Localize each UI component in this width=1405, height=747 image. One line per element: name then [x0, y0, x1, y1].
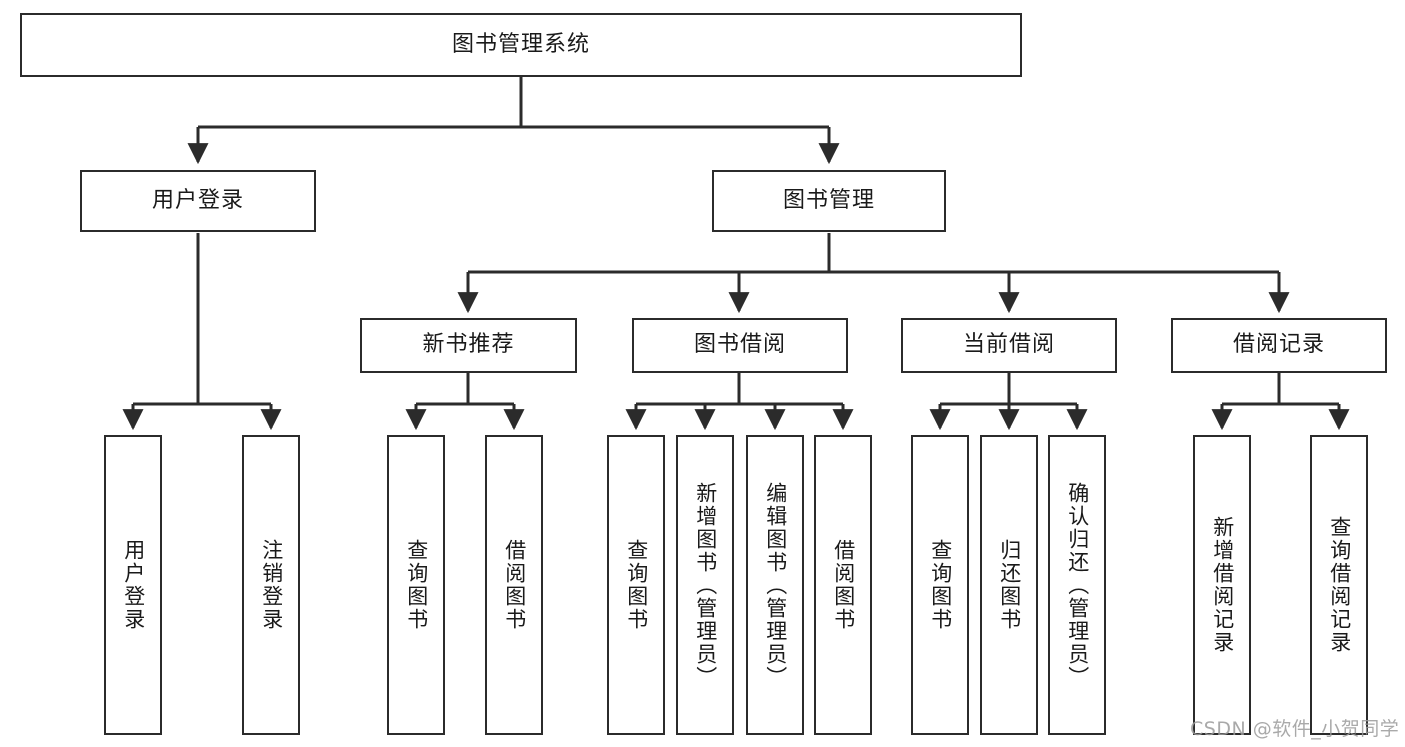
node-current-borrow[interactable]: 当前借阅 [901, 318, 1117, 373]
node-user-login[interactable]: 用户登录 [80, 170, 316, 232]
node-leaf-edit-book[interactable]: 编辑图书（管理员） [746, 435, 804, 735]
node-leaf-query-book-1-label: 查询图书 [404, 539, 429, 631]
node-leaf-borrow-book-2[interactable]: 借阅图书 [814, 435, 872, 735]
watermark: CSDN @软件_小贺同学 [1190, 718, 1400, 740]
node-leaf-add-record[interactable]: 新增借阅记录 [1193, 435, 1251, 735]
node-root[interactable]: 图书管理系统 [20, 13, 1022, 77]
node-borrow-record[interactable]: 借阅记录 [1171, 318, 1387, 373]
node-book-management-label: 图书管理 [782, 187, 875, 213]
node-leaf-query-book-2[interactable]: 查询图书 [607, 435, 665, 735]
node-book-borrow-label: 图书借阅 [693, 332, 786, 358]
node-leaf-borrow-book-2-label: 借阅图书 [831, 539, 856, 631]
node-leaf-logout[interactable]: 注销登录 [242, 435, 300, 735]
node-leaf-add-record-label: 新增借阅记录 [1210, 516, 1235, 654]
node-leaf-edit-book-label: 编辑图书（管理员） [763, 481, 788, 689]
node-leaf-user-login-label: 用户登录 [121, 539, 146, 631]
node-book-management[interactable]: 图书管理 [712, 170, 946, 232]
node-leaf-confirm-return-label: 确认归还（管理员） [1065, 481, 1090, 689]
node-new-book-recommend-label: 新书推荐 [422, 332, 515, 358]
node-leaf-query-book-2-label: 查询图书 [624, 539, 649, 631]
node-leaf-user-login[interactable]: 用户登录 [104, 435, 162, 735]
node-leaf-add-book[interactable]: 新增图书（管理员） [676, 435, 734, 735]
node-leaf-query-book-3-label: 查询图书 [928, 539, 953, 631]
node-current-borrow-label: 当前借阅 [962, 332, 1055, 358]
node-borrow-record-label: 借阅记录 [1232, 332, 1325, 358]
node-leaf-borrow-book-1[interactable]: 借阅图书 [485, 435, 543, 735]
node-new-book-recommend[interactable]: 新书推荐 [360, 318, 577, 373]
node-leaf-add-book-label: 新增图书（管理员） [693, 481, 718, 689]
node-user-login-label: 用户登录 [151, 187, 244, 213]
node-leaf-logout-label: 注销登录 [259, 539, 284, 631]
node-leaf-return-book[interactable]: 归还图书 [980, 435, 1038, 735]
node-leaf-return-book-label: 归还图书 [997, 539, 1022, 631]
node-root-label: 图书管理系统 [451, 31, 590, 57]
node-leaf-query-book-3[interactable]: 查询图书 [911, 435, 969, 735]
node-leaf-query-record-label: 查询借阅记录 [1327, 516, 1352, 654]
node-leaf-query-record[interactable]: 查询借阅记录 [1310, 435, 1368, 735]
node-leaf-query-book-1[interactable]: 查询图书 [387, 435, 445, 735]
node-leaf-borrow-book-1-label: 借阅图书 [502, 539, 527, 631]
node-leaf-confirm-return[interactable]: 确认归还（管理员） [1048, 435, 1106, 735]
node-book-borrow[interactable]: 图书借阅 [632, 318, 848, 373]
